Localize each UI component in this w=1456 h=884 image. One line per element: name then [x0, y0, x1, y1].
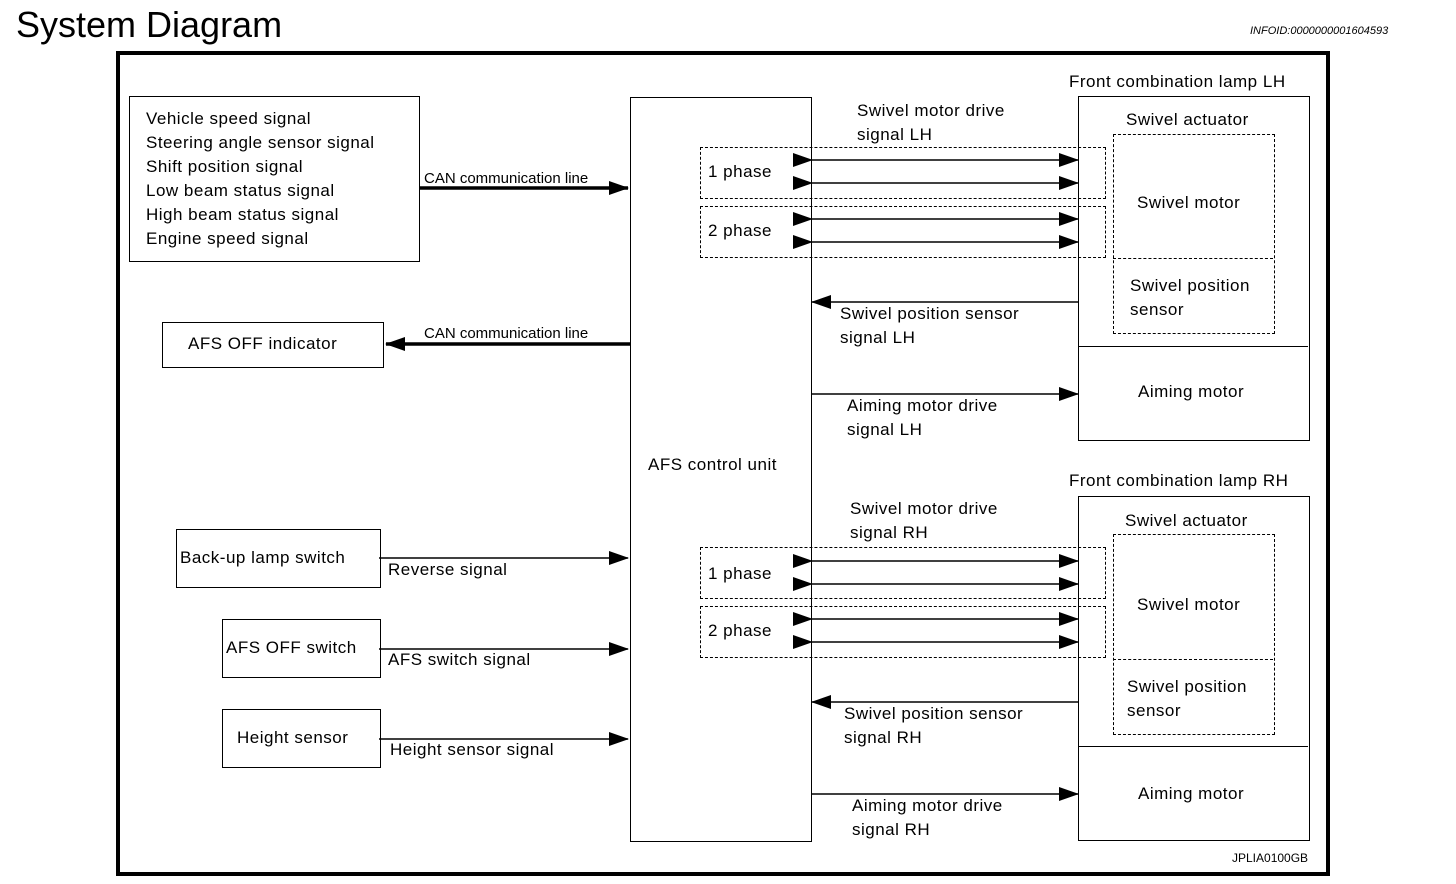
reverse-signal-label: Reverse signal — [388, 560, 508, 579]
lh-swivel-position-label-2: sensor — [1130, 300, 1185, 319]
lh-phase2-box — [700, 206, 1106, 258]
rh-aiming-signal-label-1: Aiming motor drive — [852, 796, 1003, 815]
rh-phase-lines — [793, 554, 1079, 649]
lamp-rh-title: Front combination lamp RH — [1069, 471, 1289, 490]
rh-position-signal-label-1: Swivel position sensor — [844, 704, 1024, 723]
lh-phase-lines — [793, 153, 1079, 249]
signal-low-beam: Low beam status signal — [146, 181, 335, 200]
info-id: INFOID:0000000001604593 — [1250, 25, 1389, 37]
lh-swivel-drive-label-2: signal LH — [857, 125, 933, 144]
signal-shift-position: Shift position signal — [146, 157, 303, 176]
afs-off-indicator-label: AFS OFF indicator — [188, 334, 338, 353]
rh-actuator-divider — [1113, 659, 1273, 660]
afs-off-switch-label: AFS OFF switch — [226, 638, 357, 657]
rh-swivel-actuator-box — [1113, 534, 1275, 735]
signal-steering-angle: Steering angle sensor signal — [146, 133, 375, 152]
afs-off-switch-box — [222, 619, 381, 678]
can-signal-list: Vehicle speed signal Steering angle sens… — [146, 107, 375, 251]
lamp-lh-box — [1078, 96, 1310, 441]
rh-phase2-box — [700, 606, 1106, 658]
lamp-rh-divider — [1078, 746, 1308, 747]
image-id: JPLIA0100GB — [1232, 851, 1309, 865]
height-sensor-label: Height sensor — [237, 728, 349, 747]
lh-swivel-actuator-box — [1113, 134, 1275, 334]
backup-lamp-switch-label: Back-up lamp switch — [180, 548, 346, 567]
rh-position-signal-label-2: signal RH — [844, 728, 923, 747]
lh-aiming-signal-label-2: signal LH — [847, 420, 923, 439]
lh-aiming-motor-label: Aiming motor — [1138, 382, 1245, 401]
rh-swivel-motor-label: Swivel motor — [1137, 595, 1241, 614]
rh-swivel-actuator-label: Swivel actuator — [1125, 511, 1248, 530]
lh-position-signal-label-2: signal LH — [840, 328, 916, 347]
rh-swivel-drive-label-1: Swivel motor drive — [850, 499, 998, 518]
lh-swivel-drive-label-1: Swivel motor drive — [857, 101, 1005, 120]
height-sensor-box — [222, 709, 381, 768]
signal-engine-speed: Engine speed signal — [146, 229, 309, 248]
height-sensor-signal-label: Height sensor signal — [390, 740, 555, 759]
rh-aiming-motor-label: Aiming motor — [1138, 784, 1245, 803]
rh-aiming-signal-label-2: signal RH — [852, 820, 931, 839]
lh-phase1-label: 1 phase — [708, 162, 772, 181]
rh-swivel-drive-label-2: signal RH — [850, 523, 929, 542]
lh-position-signal-label-1: Swivel position sensor — [840, 304, 1020, 323]
lh-phase2-label: 2 phase — [708, 221, 772, 240]
rh-phase1-label: 1 phase — [708, 564, 772, 583]
rh-phase2-label: 2 phase — [708, 621, 772, 640]
rh-swivel-position-label-2: sensor — [1127, 701, 1182, 720]
afs-switch-signal-label: AFS switch signal — [388, 650, 531, 669]
rh-phase1-box — [700, 547, 1106, 599]
lh-swivel-motor-label: Swivel motor — [1137, 193, 1241, 212]
lh-swivel-position-label-1: Swivel position — [1130, 276, 1250, 295]
page-title: System Diagram — [16, 4, 283, 45]
can-line-out-label: CAN communication line — [424, 325, 589, 342]
diagram-frame — [116, 51, 1330, 876]
afs-control-unit-label: AFS control unit — [648, 455, 777, 474]
afs-control-unit-box — [630, 97, 812, 842]
signal-vehicle-speed: Vehicle speed signal — [146, 109, 312, 128]
lamp-lh-divider — [1078, 346, 1308, 347]
lamp-lh-title: Front combination lamp LH — [1069, 72, 1286, 91]
lh-aiming-signal-label-1: Aiming motor drive — [847, 396, 998, 415]
lamp-rh-box — [1078, 496, 1310, 841]
afs-off-indicator-box — [162, 322, 384, 368]
lh-swivel-actuator-label: Swivel actuator — [1126, 110, 1249, 129]
lh-actuator-divider — [1113, 258, 1273, 259]
lh-phase1-box — [700, 147, 1106, 199]
can-signals-box — [129, 96, 420, 262]
rh-swivel-position-label-1: Swivel position — [1127, 677, 1247, 696]
signal-high-beam: High beam status signal — [146, 205, 339, 224]
backup-lamp-switch-box — [176, 529, 381, 588]
can-line-in-label: CAN communication line — [424, 170, 589, 187]
